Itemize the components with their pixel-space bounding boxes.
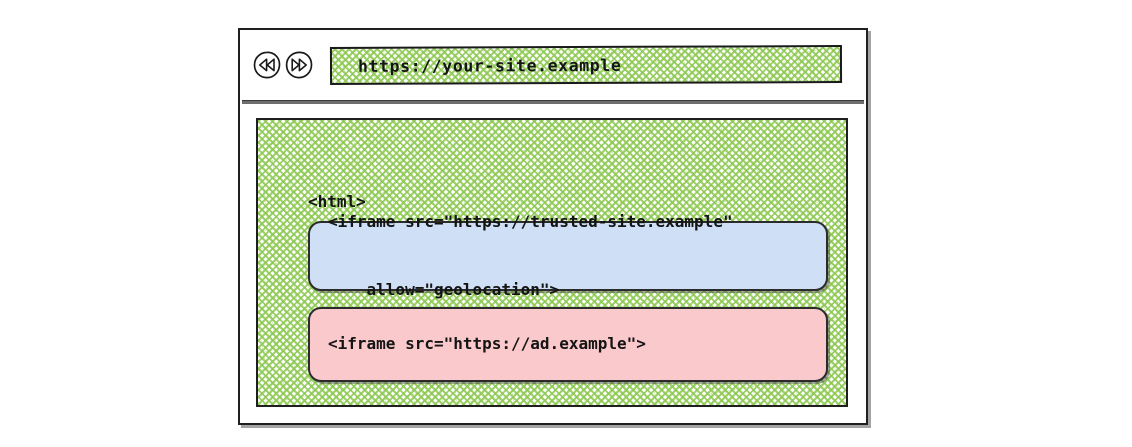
browser-window: https://your-site.example <html> // your… [238,28,868,425]
trusted-iframe-src-line: <iframe src="https://trusted-site.exampl… [328,211,733,231]
url-bar[interactable]: https://your-site.example [329,45,843,85]
trusted-iframe-allow-line: allow="geolocation"> [328,279,560,299]
rewind-icon [252,50,282,80]
forward-button[interactable] [284,50,314,80]
back-button[interactable] [252,50,282,80]
code-line-html-tag: <html> [308,192,366,212]
ad-iframe-code: <iframe src="https://ad.example"> [328,288,646,402]
page-viewport: <html> // your-site.example code <iframe… [256,118,848,407]
browser-toolbar: https://your-site.example [240,30,866,100]
ad-iframe-src-line: <iframe src="https://ad.example"> [328,334,646,354]
fast-forward-icon [284,50,314,80]
ad-iframe[interactable]: <iframe src="https://ad.example"> [308,307,828,382]
url-text: https://your-site.example [357,55,622,76]
trusted-site-iframe-code: <iframe src="https://trusted-site.exampl… [328,165,733,347]
toolbar-divider [242,100,864,104]
trusted-site-iframe[interactable]: <iframe src="https://trusted-site.exampl… [308,212,828,299]
